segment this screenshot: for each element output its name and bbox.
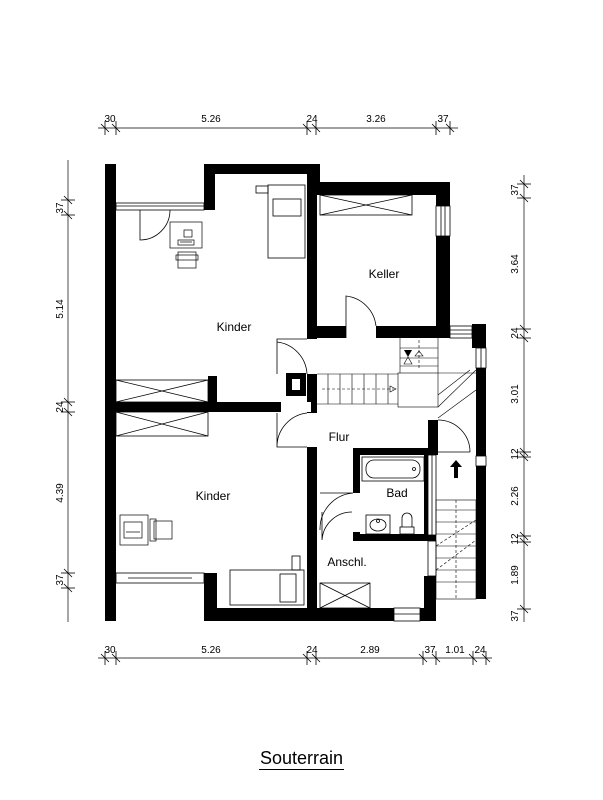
dim-bottom-5: 37 [424,645,436,656]
dimension-labels-right: 37 3.64 24 3.01 12 2.26 12 1.89 37 [510,184,521,622]
dim-left-4: 4.39 [55,483,66,503]
stairs [317,338,477,600]
dim-left-5: 37 [55,574,66,586]
room-label-flur: Flur [329,430,350,444]
wardrobes [115,379,371,609]
room-labels: Kinder Keller Flur Bad Kinder Anschl. [196,267,408,569]
plan-title: Souterrain [0,748,603,770]
dim-right-4: 3.01 [510,384,521,404]
dimension-labels-top: 30 5.26 24 3.26 37 [104,114,449,125]
dim-bottom-4: 2.89 [360,645,380,656]
dim-bottom-1: 30 [104,645,116,656]
dim-top-1: 30 [104,114,116,125]
dim-bottom-3: 24 [306,645,318,656]
dim-right-3: 24 [510,327,521,339]
up-arrow-icon [450,460,462,478]
room-label-kinder-top: Kinder [217,320,252,334]
dim-right-8: 1.89 [510,565,521,585]
dim-right-9: 37 [510,610,521,622]
room-label-kinder-bottom: Kinder [196,489,231,503]
room-label-keller: Keller [369,267,400,281]
bed-bottom [229,555,305,606]
bed-top [255,184,306,259]
windows [115,194,487,622]
room-label-bad: Bad [386,486,407,500]
dim-right-7: 12 [510,533,521,545]
dim-left-1: 37 [55,202,66,214]
dim-right-2: 3.64 [510,254,521,274]
dim-bottom-7: 24 [474,645,486,656]
desk-bottom [119,514,173,546]
sink [365,514,391,535]
dim-bottom-2: 5.26 [201,645,221,656]
dim-top-5: 37 [437,114,449,125]
room-label-anschl: Anschl. [327,555,366,569]
dim-right-1: 37 [510,184,521,196]
dim-top-4: 3.26 [366,114,386,125]
walls [105,164,486,621]
dimension-labels-left: 37 5.14 24 4.39 37 [55,202,66,586]
dimension-lines [61,121,531,665]
dim-left-3: 24 [55,401,66,413]
dim-right-5: 12 [510,448,521,460]
dimension-labels-bottom: 30 5.26 24 2.89 37 1.01 24 [104,645,486,656]
toilet [399,512,415,535]
plan-title-text: Souterrain [258,748,345,770]
dim-left-2: 5.14 [55,299,66,319]
dim-top-3: 24 [306,114,318,125]
bathtub [361,456,425,482]
arrow-marks [389,350,424,393]
dim-bottom-6: 1.01 [445,645,465,656]
doors [139,209,471,541]
dim-top-2: 5.26 [201,114,221,125]
desk-top [169,221,203,269]
dim-right-6: 2.26 [510,486,521,506]
